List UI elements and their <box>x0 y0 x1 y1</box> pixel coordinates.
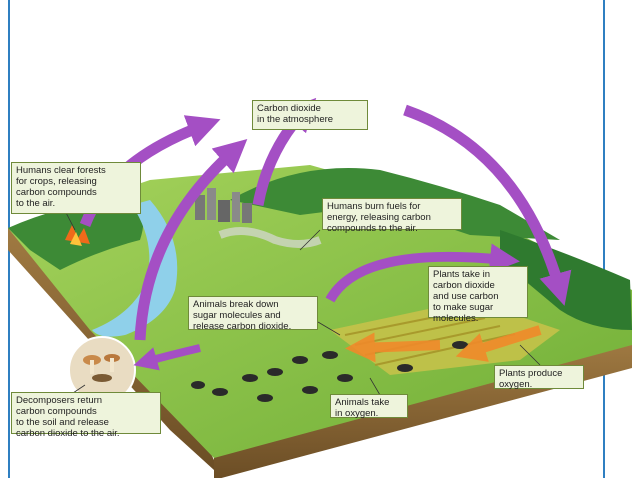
label-plants-take-co2: Plants take in carbon dioxide and use ca… <box>428 266 528 324</box>
label-animals-take-oxygen: Animals take in oxygen. <box>330 394 408 419</box>
label-co2-atmosphere: Carbon dioxide in the atmosphere <box>252 100 368 130</box>
arrow-air-to-plants <box>403 104 572 306</box>
label-humans-burn-fuels: Humans burn fuels for energy, releasing … <box>322 198 462 234</box>
label-decomposers: Decomposers return carbon compounds to t… <box>11 392 161 439</box>
frame-right-line <box>603 0 605 478</box>
arrow-oxygen-right <box>455 325 542 362</box>
arrow-to-decomposers <box>133 344 201 371</box>
arrow-oxygen-left <box>345 332 441 363</box>
river <box>92 200 178 337</box>
crop-rows <box>344 309 516 366</box>
smoke <box>218 227 322 248</box>
arrow-animals-to-air <box>134 139 248 341</box>
label-plants-produce-oxygen: Plants produce oxygen. <box>494 365 584 390</box>
label-humans-clear-forests: Humans clear forests for crops, releasin… <box>11 162 141 214</box>
forest-fire <box>65 225 90 246</box>
arrow-plants-loop <box>325 243 520 303</box>
city <box>195 188 252 223</box>
label-animals-break-down: Animals break down sugar molecules and r… <box>188 296 318 332</box>
